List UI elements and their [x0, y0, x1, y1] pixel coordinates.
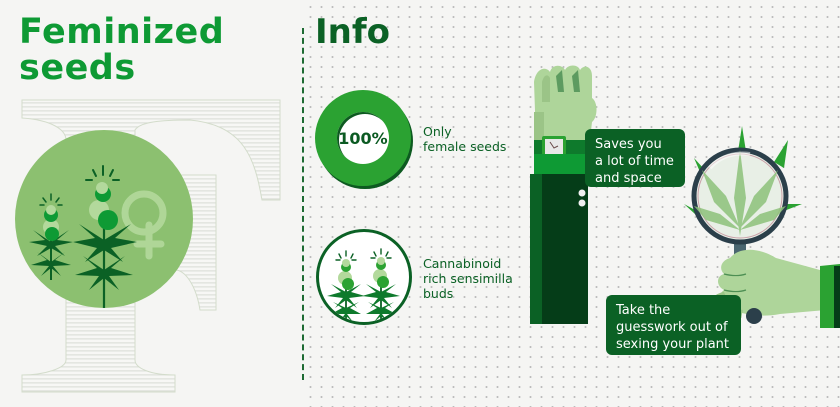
feature-label-line: Only — [423, 124, 452, 139]
female-symbol-icon — [121, 190, 167, 260]
cannabis-buds-icon — [327, 248, 400, 322]
callout-saves-time: Saves you a lot of time and space — [585, 129, 685, 187]
feature-label-cannabinoid-buds: Cannabinoid rich sensimilla buds — [423, 256, 513, 301]
callout-line: Take the — [616, 303, 671, 318]
ring-center: 100% — [337, 112, 389, 164]
info-title: Info — [315, 12, 391, 52]
wristwatch-arm-icon — [530, 65, 597, 324]
feminized-plant-illustration — [15, 130, 193, 308]
callout-line: sexing your plant — [616, 337, 730, 352]
title-line-1: Feminized — [19, 12, 225, 52]
callout-guesswork: Take the guesswork out of sexing your pl… — [606, 295, 741, 355]
callout-line: and space — [595, 171, 662, 186]
cannabis-plants-icon — [29, 165, 167, 308]
feature-label-female-seeds: Only female seeds — [423, 124, 506, 154]
page-title: Feminized seeds — [19, 14, 224, 86]
title-line-2: seeds — [19, 48, 136, 88]
left-panel: Feminized seeds — [0, 0, 302, 407]
magnifying-glass-icon — [684, 126, 840, 328]
callout-line: Saves you — [595, 137, 662, 152]
feature-label-line: rich sensimilla — [423, 271, 513, 286]
callout-line: guesswork out of — [616, 320, 728, 335]
percentage-ring-icon: 100% — [315, 90, 411, 186]
callout-line: a lot of time — [595, 154, 674, 169]
section-divider — [302, 28, 304, 380]
percentage-badge: 100% — [338, 128, 388, 148]
budding-plants-icon — [316, 229, 412, 325]
feature-label-line: female seeds — [423, 139, 507, 154]
feature-label-line: buds — [423, 286, 454, 301]
feature-label-line: Cannabinoid — [423, 256, 502, 271]
